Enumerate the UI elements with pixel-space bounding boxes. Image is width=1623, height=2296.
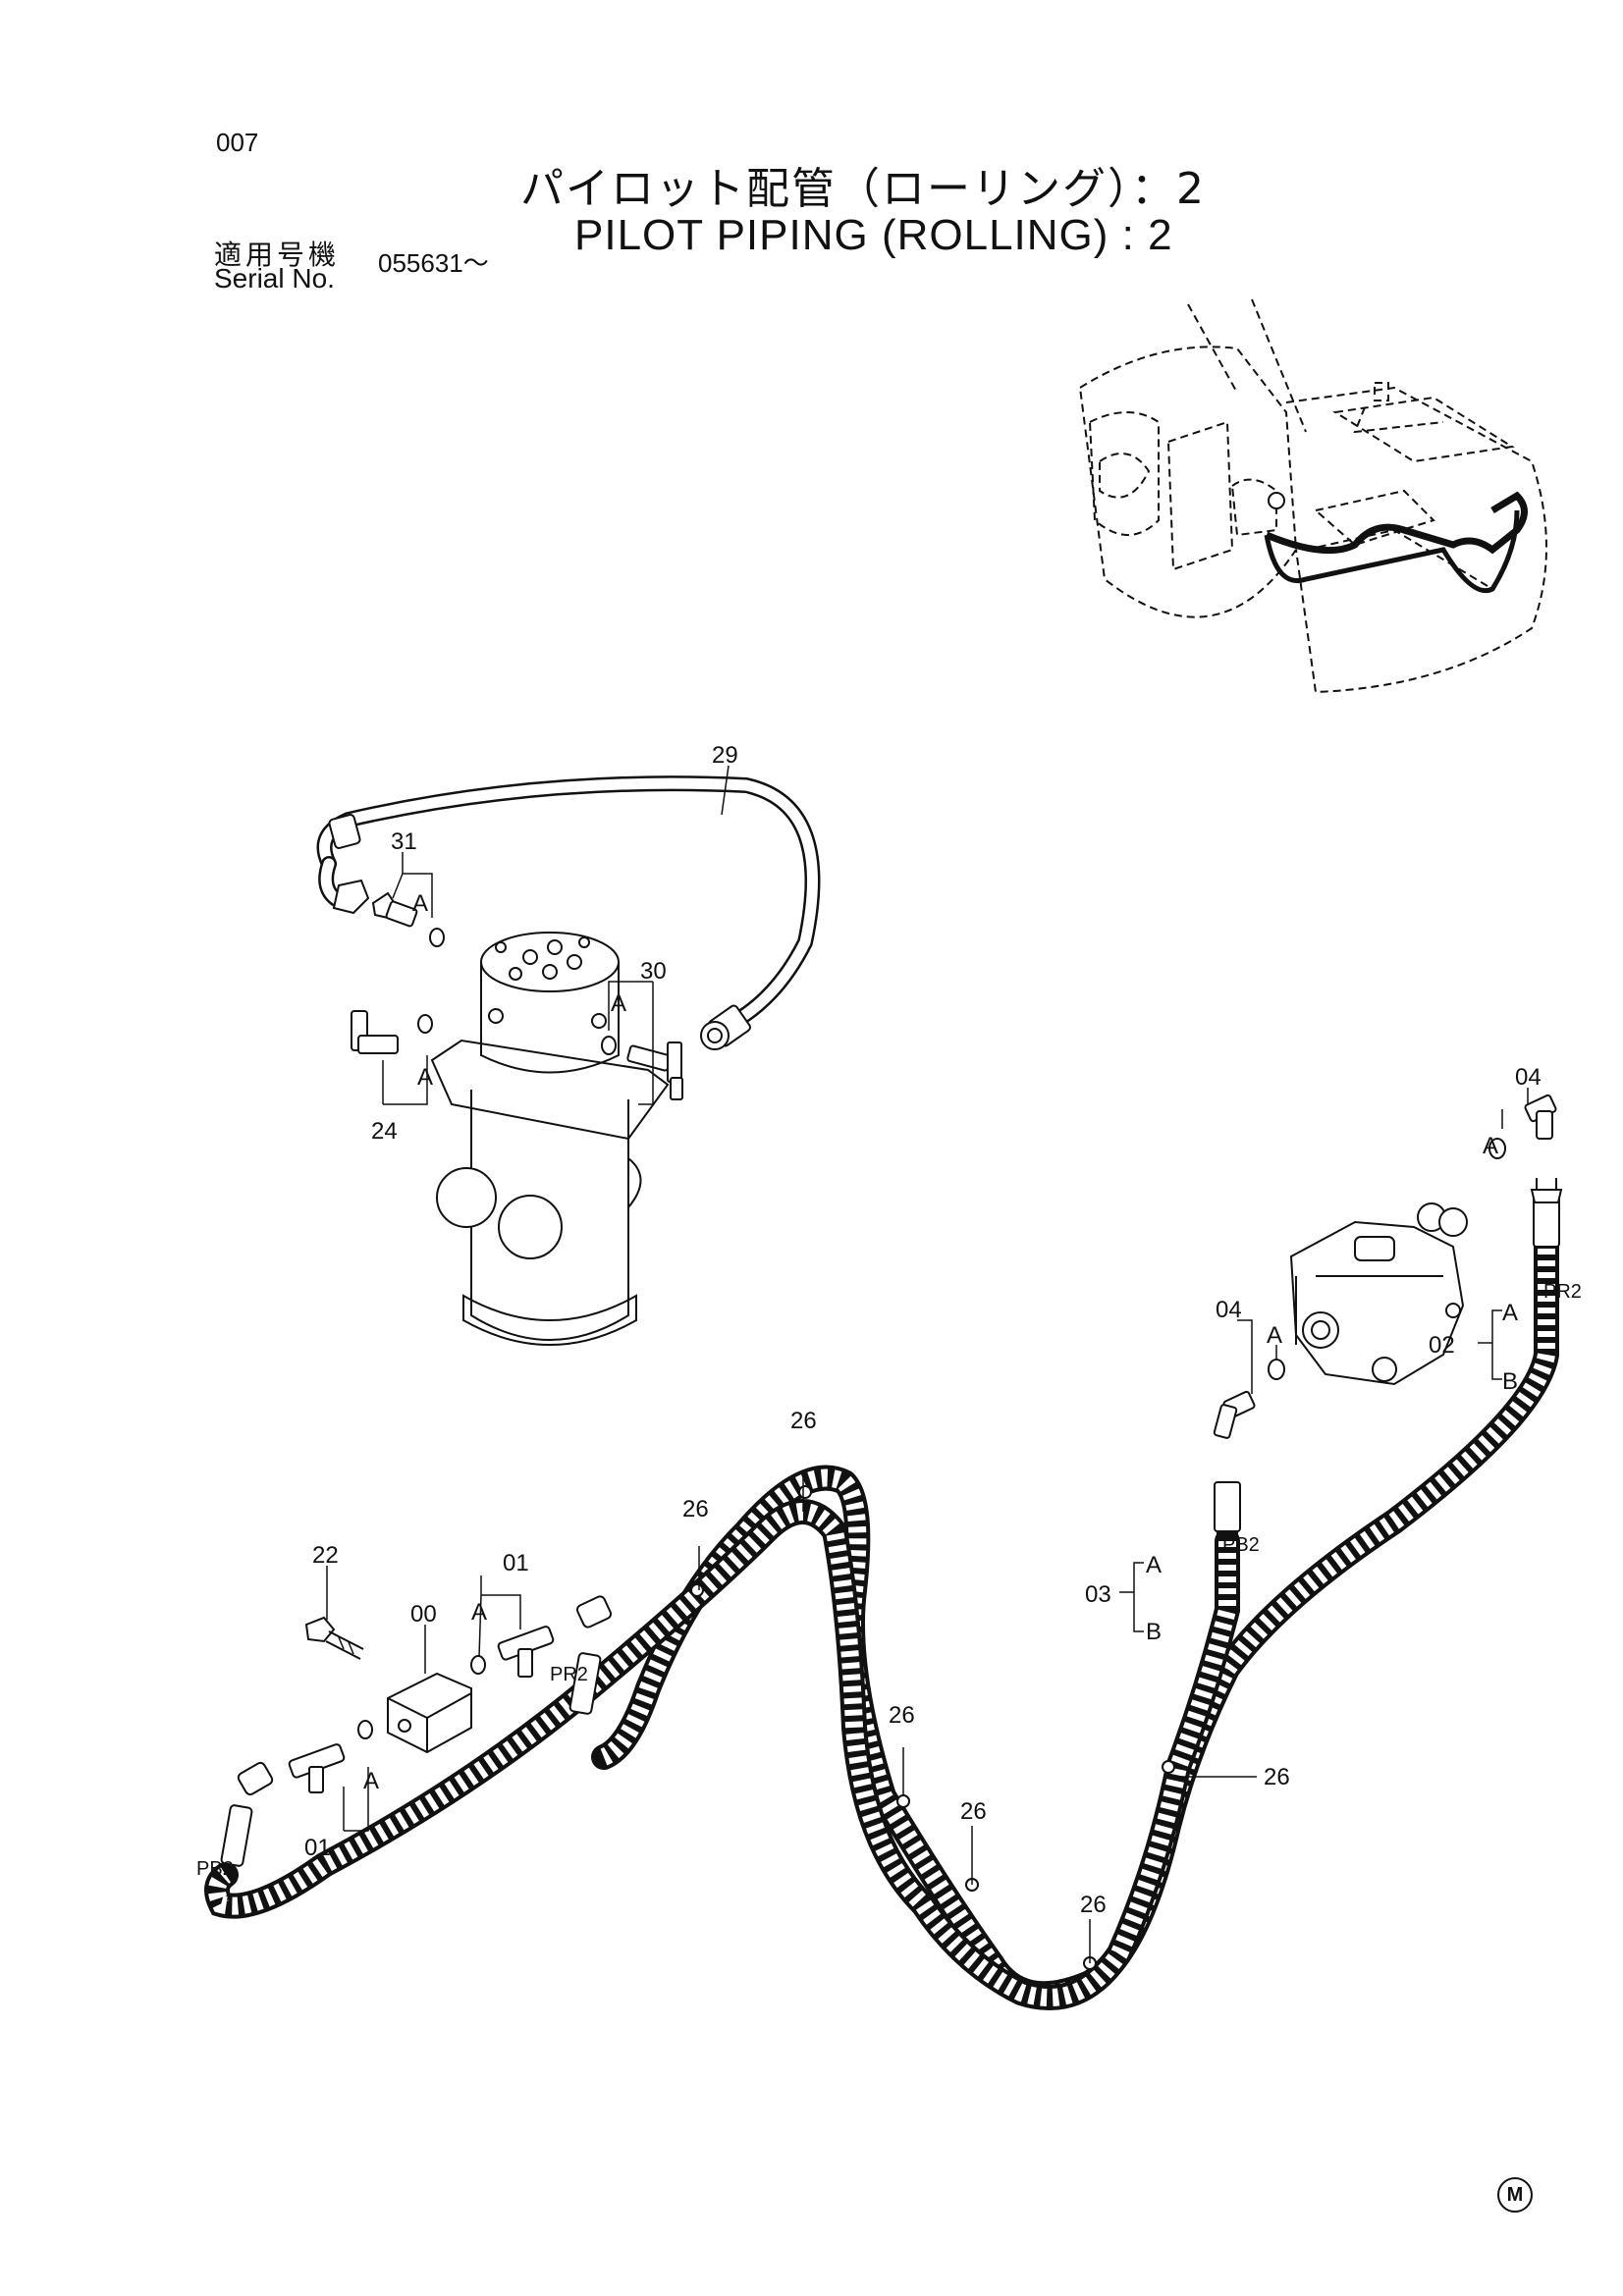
manufacturer-mark: M (1497, 2177, 1533, 2213)
fitting-24-elbow (351, 1010, 433, 1054)
port-label-a: A (611, 990, 626, 1017)
callout-26-middle: 26 (889, 1702, 915, 1729)
callout-26-upper-left: 26 (682, 1496, 709, 1522)
port-label-a: A (363, 1768, 379, 1794)
port-label-a: A (1483, 1133, 1498, 1159)
callout-24: 24 (371, 1118, 398, 1145)
page-title-japanese: パイロット配管（ローリング）：2 (520, 164, 1206, 214)
fitting-31 (371, 891, 445, 947)
callout-26-right: 26 (1264, 1764, 1290, 1790)
callout-01-upper: 01 (503, 1550, 529, 1576)
port-label-b: B (1502, 1368, 1518, 1395)
callout-22: 22 (312, 1542, 339, 1569)
port-label-b: B (1146, 1619, 1162, 1645)
port-label-pr2: PR2 (1543, 1281, 1582, 1303)
callout-26-lower: 26 (960, 1798, 987, 1825)
fitting-01-lower (288, 1720, 373, 1793)
callout-04-lower: 04 (1216, 1297, 1242, 1323)
callout-29: 29 (712, 742, 738, 769)
port-label-a: A (1502, 1300, 1518, 1326)
port-label-a: A (1267, 1322, 1282, 1349)
fitting-04-lower (1213, 1359, 1285, 1439)
serial-number-value: 055631～ (378, 248, 489, 278)
serial-label: Serial No. (214, 263, 335, 294)
callout-04-upper: 04 (1515, 1064, 1542, 1091)
page-number: 007 (216, 128, 259, 157)
callout-26-top: 26 (790, 1408, 817, 1434)
port-label-a: A (412, 890, 428, 917)
callout-30: 30 (640, 958, 667, 985)
fitting-01-upper (470, 1626, 555, 1678)
callout-26-bottom: 26 (1080, 1892, 1107, 1918)
port-label-pb2: PB2 (196, 1858, 234, 1880)
fitting-04-upper (1488, 1094, 1557, 1159)
serial-label-japanese: 適用号機 (214, 239, 341, 271)
port-label-a: A (1146, 1552, 1162, 1578)
port-label-a: A (471, 1599, 487, 1626)
callout-00: 00 (410, 1601, 437, 1628)
page-title-english: PILOT PIPING (ROLLING) : 2 (574, 211, 1173, 259)
callout-31: 31 (391, 828, 417, 855)
port-label-pb2: PB2 (1222, 1534, 1260, 1556)
bolt-22 (304, 1616, 364, 1660)
callout-01-lower: 01 (304, 1835, 331, 1861)
control-valve (1289, 1202, 1468, 1386)
hose-assemblies (204, 1178, 1563, 2010)
callout-03: 03 (1085, 1581, 1111, 1608)
callout-02: 02 (1429, 1332, 1455, 1359)
port-label-pr2: PR2 (550, 1664, 588, 1685)
fitting-30-tee (601, 1036, 683, 1100)
excavator-overview-illustration (1078, 298, 1547, 694)
port-label-a: A (417, 1064, 433, 1091)
junction-block-00 (387, 1672, 472, 1754)
